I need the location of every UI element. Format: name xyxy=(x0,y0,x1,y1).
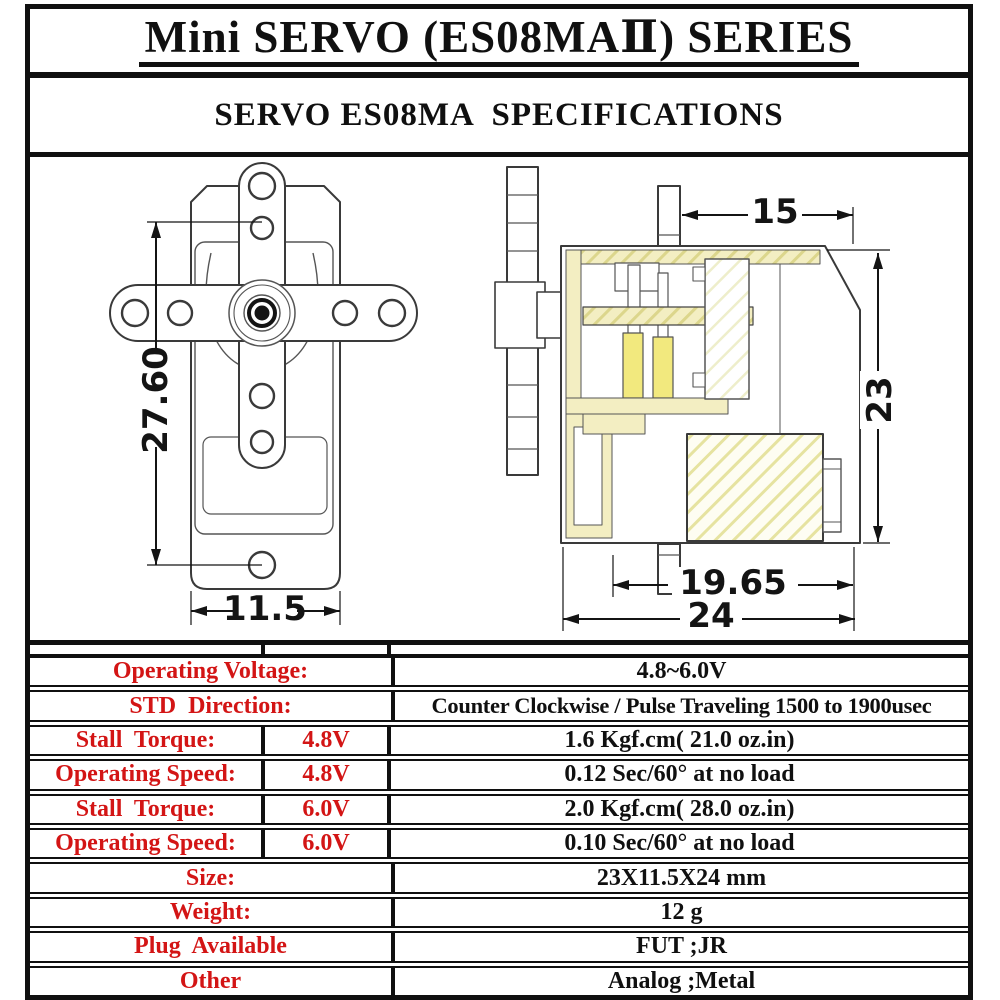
gearbox-internals xyxy=(565,249,842,542)
spec-value: 23X11.5X24 mm xyxy=(596,864,767,891)
motor-block xyxy=(686,433,824,542)
page-frame: Mini SERVO (ES08MAⅡ) SERIES SERVO ES08MA… xyxy=(25,4,973,1000)
spec-label: Stall Torque: xyxy=(30,795,265,824)
spec-value: 0.12 Sec/60° at no load xyxy=(564,761,795,788)
subtitle-box: SERVO ES08MA SPECIFICATIONS xyxy=(30,78,968,157)
gear xyxy=(622,332,644,399)
spec-label: Operating Voltage: xyxy=(30,658,395,686)
dim-label-27-60: 27.60 xyxy=(136,346,176,454)
spec-value: 12 g xyxy=(660,899,703,926)
dim-label-15: 15 xyxy=(751,192,798,232)
spec-value: 2.0 Kgf.cm( 28.0 oz.in) xyxy=(564,795,795,822)
spec-value: 1.6 Kgf.cm( 21.0 oz.in) xyxy=(564,727,795,754)
page-subtitle: SERVO ES08MA SPECIFICATIONS xyxy=(214,96,784,133)
spec-label: Operating Speed: xyxy=(30,761,265,789)
spec-label: Stall Torque: xyxy=(30,726,265,755)
spec-value: 0.10 Sec/60° at no load xyxy=(564,830,795,857)
title-box: Mini SERVO (ES08MAⅡ) SERIES xyxy=(30,9,968,78)
dim-side-height xyxy=(827,249,890,544)
dim-side-inner-width xyxy=(612,547,855,631)
dim-label-23: 23 xyxy=(860,376,900,423)
spec-label: Other xyxy=(30,967,395,996)
spec-value: Analog ;Metal xyxy=(607,967,756,994)
spec-voltage: 4.8V xyxy=(265,761,391,789)
spec-value: FUT ;JR xyxy=(636,933,727,960)
spec-voltage: 6.0V xyxy=(265,795,391,824)
spec-row-operating-speed-48: Operating Speed: 4.8V 0.12 Sec/60° at no… xyxy=(30,761,968,796)
table-header-strip xyxy=(30,645,968,658)
spec-label: Size: xyxy=(30,864,395,892)
spec-label: Weight: xyxy=(30,898,395,927)
spec-row-plug: Plug Available FUT ;JR xyxy=(30,933,968,968)
technical-drawings: 27.60 11.5 xyxy=(30,157,968,640)
spec-label: Plug Available xyxy=(30,933,395,961)
servo-front-view: 27.60 11.5 xyxy=(109,162,418,629)
spec-row-other: Other Analog ;Metal xyxy=(30,967,968,996)
dim-label-19-65: 19.65 xyxy=(679,563,787,603)
spec-row-stall-torque-60: Stall Torque: 6.0V 2.0 Kgf.cm( 28.0 oz.i… xyxy=(30,795,968,831)
gear xyxy=(652,336,674,399)
dim-label-11-5: 11.5 xyxy=(223,589,307,629)
potentiometer-block xyxy=(704,258,750,400)
dim-side-width xyxy=(562,547,855,631)
spec-voltage: 4.8V xyxy=(265,726,391,755)
spec-row-operating-speed-60: Operating Speed: 6.0V 0.10 Sec/60° at no… xyxy=(30,830,968,865)
spec-row-std-direction: STD Direction: Counter Clockwise / Pulse… xyxy=(30,692,968,727)
dim-front-width xyxy=(190,591,341,625)
spec-value: 4.8~6.0V xyxy=(636,658,727,685)
spec-row-weight: Weight: 12 g xyxy=(30,898,968,934)
dim-front-height xyxy=(147,221,262,566)
horn-holes xyxy=(120,171,407,580)
spec-label: Operating Speed: xyxy=(30,830,265,858)
servo-horn-hub xyxy=(228,279,296,347)
spec-label: STD Direction: xyxy=(30,692,395,720)
spec-table: Operating Voltage: 4.8~6.0V STD Directio… xyxy=(30,640,968,996)
drawings-svg: 27.60 11.5 xyxy=(109,162,900,636)
dim-side-tab xyxy=(682,207,854,244)
top-mounting-tab xyxy=(657,185,681,247)
spec-voltage: 6.0V xyxy=(265,830,391,858)
spec-row-size: Size: 23X11.5X24 mm xyxy=(30,864,968,899)
spec-value: Counter Clockwise / Pulse Traveling 1500… xyxy=(431,693,932,719)
spec-row-operating-voltage: Operating Voltage: 4.8~6.0V xyxy=(30,658,968,693)
page-title: Mini SERVO (ES08MAⅡ) SERIES xyxy=(138,13,860,68)
spec-row-stall-torque-48: Stall Torque: 4.8V 1.6 Kgf.cm( 21.0 oz.i… xyxy=(30,726,968,762)
dim-label-24: 24 xyxy=(687,596,734,636)
servo-side-view: 15 23 xyxy=(494,166,900,636)
